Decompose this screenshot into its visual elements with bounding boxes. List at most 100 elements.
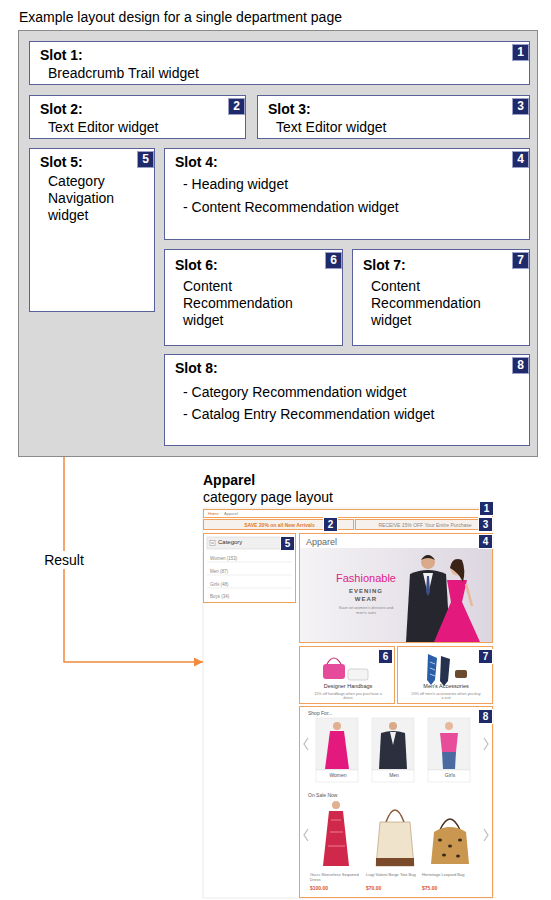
result-arrow bbox=[64, 457, 203, 662]
slot-box: Slot 7: Content Recommendation widget 7 bbox=[352, 249, 530, 346]
slot-box: Slot 6:Content Recommendation widget6 bbox=[164, 249, 343, 346]
slot-text: Slot 2: bbox=[40, 101, 240, 118]
slot-text: Slot 3: bbox=[268, 101, 468, 118]
page-text: Gucci Sleeveless Sequined Dress bbox=[310, 873, 362, 882]
slot-text: - Catalog Entry Recommendation widget bbox=[183, 406, 523, 423]
callout-number: 4 bbox=[512, 151, 529, 168]
tile-frame bbox=[428, 770, 470, 782]
page-region: Shop For...WomenMenGirlsOn Sale NowGucci… bbox=[299, 706, 493, 898]
callout-text: 3 bbox=[513, 99, 528, 114]
sale-leopard-bag bbox=[448, 845, 452, 848]
row-divider bbox=[207, 588, 292, 589]
tile-frame bbox=[428, 718, 470, 770]
page-region: SAVE 20% on all New Arrivals2 bbox=[203, 519, 354, 530]
page-text: Hermitage Leopard Bag bbox=[422, 873, 474, 878]
sale-tote bbox=[376, 858, 414, 866]
page-region: HomeApparel1 bbox=[203, 509, 493, 518]
tile-frame bbox=[316, 718, 358, 770]
callout-text: 6 bbox=[326, 253, 341, 268]
callout-text: 4 bbox=[479, 535, 492, 548]
screenshot-title: Apparel bbox=[203, 472, 403, 489]
suit-figure bbox=[389, 722, 397, 730]
slot-text: Content Recommendation widget bbox=[183, 278, 303, 329]
slot-box: Slot 1:Breadcrumb Trail widget1 bbox=[29, 41, 530, 85]
page-text: Women bbox=[317, 773, 359, 779]
sale-tote bbox=[386, 810, 404, 822]
callout-number: 8 bbox=[512, 357, 529, 374]
man-figure bbox=[421, 555, 435, 560]
page-text: 15% off handbags when you purchase a dre… bbox=[312, 692, 384, 701]
handbag-image bbox=[323, 664, 345, 679]
tile-frame bbox=[372, 770, 414, 782]
man-figure bbox=[421, 555, 435, 569]
callout-text: 2 bbox=[229, 99, 244, 114]
callout-number: 1 bbox=[479, 501, 494, 516]
callout-text: 5 bbox=[138, 152, 153, 167]
slot-text: Content Recommendation widget bbox=[371, 278, 491, 329]
slot-text: Slot 7: bbox=[363, 257, 483, 274]
page-text: Fashionable bbox=[316, 572, 416, 585]
tile-frame bbox=[316, 770, 358, 782]
edge-label: Result bbox=[41, 551, 87, 569]
callout-number: 5 bbox=[137, 151, 154, 168]
page-text: Girls (48) bbox=[210, 582, 290, 587]
page-region: CategoryWomen (153)Men (87)Girls (48)Boy… bbox=[203, 533, 296, 603]
page-text: Men (87) bbox=[210, 569, 290, 574]
slot-text: Breadcrumb Trail widget bbox=[48, 65, 448, 82]
page-text: $100.00 bbox=[310, 886, 362, 892]
collapse-icon bbox=[210, 541, 215, 546]
slot-text: - Heading widget bbox=[183, 176, 513, 193]
sale-leopard-bag bbox=[438, 839, 442, 842]
tie-image bbox=[427, 654, 437, 685]
clutch-image bbox=[348, 669, 368, 680]
page-text: Men bbox=[373, 773, 415, 779]
panel-title: Example layout design for a single depar… bbox=[19, 9, 439, 26]
sale-dress bbox=[332, 801, 340, 809]
page-region: ApparelFashionableEVENING WEARSave on wo… bbox=[299, 533, 493, 643]
slot-box: Slot 8:- Category Recommendation widget-… bbox=[164, 354, 530, 446]
woman-figure bbox=[466, 584, 472, 606]
row-divider bbox=[207, 562, 292, 563]
carousel-arrow bbox=[304, 829, 308, 841]
page-text: Category bbox=[218, 539, 278, 546]
page-text: Save on women's dresses and men's suits bbox=[334, 606, 398, 615]
callout-text: 3 bbox=[479, 518, 492, 531]
callout-number: 5 bbox=[280, 536, 295, 551]
slot-box: Slot 4: - Heading widget - Content Recomme… bbox=[164, 148, 530, 240]
callout-text: 7 bbox=[479, 650, 492, 663]
slot-text: Text Editor widget bbox=[276, 119, 516, 136]
promo-band bbox=[203, 519, 493, 530]
slot-text: - Content Recommendation widget bbox=[183, 199, 513, 216]
sale-leopard-bag bbox=[431, 827, 469, 864]
sale-tote bbox=[376, 822, 414, 866]
sale-leopard-bag bbox=[456, 855, 460, 858]
slot-text: Slot 4: bbox=[175, 154, 375, 171]
callout-number: 4 bbox=[478, 534, 493, 549]
dress-figure bbox=[325, 731, 349, 769]
callout-number: 3 bbox=[478, 517, 493, 532]
page-text: Shop For... bbox=[308, 711, 368, 717]
callout-number: 1 bbox=[512, 44, 529, 61]
callout-number: 7 bbox=[512, 252, 529, 269]
page-screenshot: Apparelcategory page layoutHomeApparel1S… bbox=[203, 508, 493, 898]
slot-text: Slot 8: bbox=[175, 360, 375, 377]
callout-number: 6 bbox=[378, 649, 393, 664]
page-region: RECEIVE 15% OFF Your Entire Purchase3 bbox=[355, 519, 493, 530]
page-text: RECEIVE 15% OFF Your Entire Purchase bbox=[356, 523, 494, 529]
callout-text: 1 bbox=[513, 45, 528, 60]
callout-number: 8 bbox=[478, 709, 493, 724]
callout-text: 6 bbox=[379, 650, 392, 663]
slot-box: Slot 3:Text Editor widget 3 bbox=[257, 95, 530, 139]
man-figure bbox=[423, 573, 433, 595]
girl-figure bbox=[442, 752, 456, 769]
woman-figure bbox=[450, 559, 464, 582]
page-text: Men's Accessories bbox=[398, 683, 494, 689]
banner-image bbox=[300, 548, 492, 642]
suit-figure bbox=[379, 731, 407, 769]
callout-text: 1 bbox=[480, 502, 493, 515]
screenshot-title: category page layout bbox=[203, 489, 453, 506]
callout-number: 6 bbox=[325, 252, 342, 269]
girl-figure bbox=[445, 722, 453, 730]
callout-number: 2 bbox=[323, 517, 338, 532]
page-text: $70.00 bbox=[366, 886, 418, 892]
